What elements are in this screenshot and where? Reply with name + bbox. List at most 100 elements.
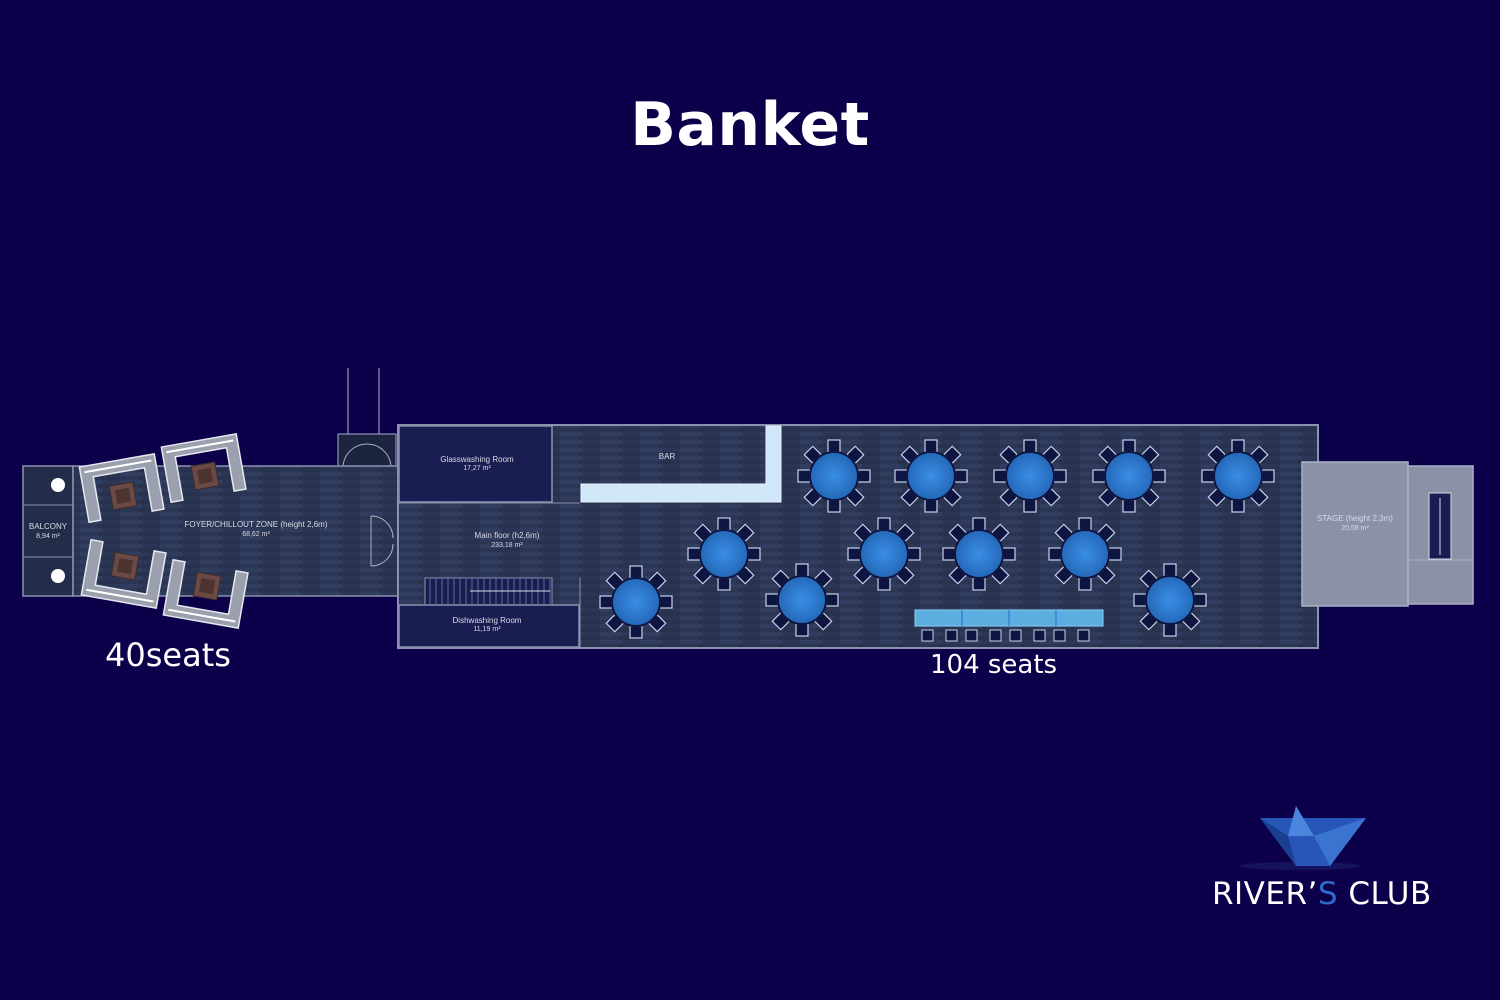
chair [847, 547, 861, 561]
sofa-set [78, 452, 165, 524]
page-title: Banket [630, 90, 870, 160]
paper-boat-icon [1240, 806, 1366, 870]
chair [907, 547, 921, 561]
chair [989, 629, 1002, 642]
round-table [847, 517, 921, 591]
sofa-sets [78, 432, 249, 630]
table-top [954, 529, 1004, 579]
chair [972, 577, 986, 591]
chair [1231, 499, 1245, 513]
chair [942, 547, 956, 561]
table-top [809, 451, 859, 501]
foyer-area: 68,62 m² [242, 531, 270, 538]
chair [1092, 469, 1106, 483]
logo-text: RIVER’S CLUB [1212, 876, 1432, 912]
main-floor-area: 233,18 m² [491, 542, 523, 549]
logo-name-part1: RIVER’ [1212, 876, 1318, 912]
chair [1201, 469, 1215, 483]
chair [1231, 439, 1245, 453]
table-top [906, 451, 956, 501]
stage-name: STAGE (height 2,3m) [1317, 514, 1393, 523]
sofa-set [80, 538, 167, 610]
table-top [1145, 575, 1195, 625]
chair [894, 469, 908, 483]
chair [827, 499, 841, 513]
table-top [1213, 451, 1263, 501]
balcony: BALCONY 8,94 m² [22, 465, 74, 597]
chair [1108, 547, 1122, 561]
chair [1163, 623, 1177, 637]
round-table [894, 439, 968, 513]
chair [954, 469, 968, 483]
bar-counter [580, 425, 782, 503]
sofa-set [160, 432, 247, 504]
chair [1122, 499, 1136, 513]
chair [795, 623, 809, 637]
table-top [699, 529, 749, 579]
foyer-seats-label: 40seats [105, 636, 231, 674]
sofa-set [162, 558, 249, 630]
chair [877, 577, 891, 591]
round-table [942, 517, 1016, 591]
round-table [687, 517, 761, 591]
bar-name: BAR [659, 452, 676, 461]
chair [765, 593, 779, 607]
chair [1078, 577, 1092, 591]
chair [599, 595, 613, 609]
chair [747, 547, 761, 561]
foyer-name: FOYER/CHILLOUT ZONE (height 2,6m) [185, 520, 328, 529]
chair [1261, 469, 1275, 483]
chair [1122, 439, 1136, 453]
chair [1033, 629, 1046, 642]
round-table [797, 439, 871, 513]
table-top [777, 575, 827, 625]
chair [857, 469, 871, 483]
dishwashing-name: Dishwashing Room [453, 616, 522, 625]
chair [717, 577, 731, 591]
chair [924, 439, 938, 453]
round-table [1133, 563, 1207, 637]
chair [1133, 593, 1147, 607]
chair [924, 499, 938, 513]
round-table [1048, 517, 1122, 591]
chair [993, 469, 1007, 483]
chair [945, 629, 958, 642]
table-top [1060, 529, 1110, 579]
chair [629, 625, 643, 639]
chair [965, 629, 978, 642]
chair [1078, 517, 1092, 531]
chair [659, 595, 673, 609]
chair [1048, 547, 1062, 561]
dishwashing-area: 11,19 m² [473, 626, 501, 633]
balcony-area: 8,94 m² [36, 533, 60, 540]
table-top [1104, 451, 1154, 501]
entrance-door [337, 368, 397, 468]
balcony-name: BALCONY [29, 522, 68, 531]
chair [1023, 439, 1037, 453]
chair [1193, 593, 1207, 607]
chair [1009, 629, 1022, 642]
table-top [1005, 451, 1055, 501]
table-top [859, 529, 909, 579]
chair [1077, 629, 1090, 642]
logo-name-accent: S [1317, 876, 1339, 912]
chair [1023, 499, 1037, 513]
chair [877, 517, 891, 531]
stage-area: 20,58 m² [1341, 525, 1369, 532]
chair [1152, 469, 1166, 483]
glasswashing-name: Glasswashing Room [440, 455, 514, 464]
chair [795, 563, 809, 577]
chair [972, 517, 986, 531]
round-table [1201, 439, 1275, 513]
chair [797, 469, 811, 483]
round-tables [599, 439, 1275, 639]
chair [825, 593, 839, 607]
chair [1053, 469, 1067, 483]
chair [921, 629, 934, 642]
chair [1002, 547, 1016, 561]
main-floor-name: Main floor (h2,6m) [475, 531, 540, 540]
stage: STAGE (height 2,3m) 20,58 m² [1301, 461, 1474, 607]
round-table [1092, 439, 1166, 513]
hall-seats-label: 104 seats [930, 650, 1058, 680]
